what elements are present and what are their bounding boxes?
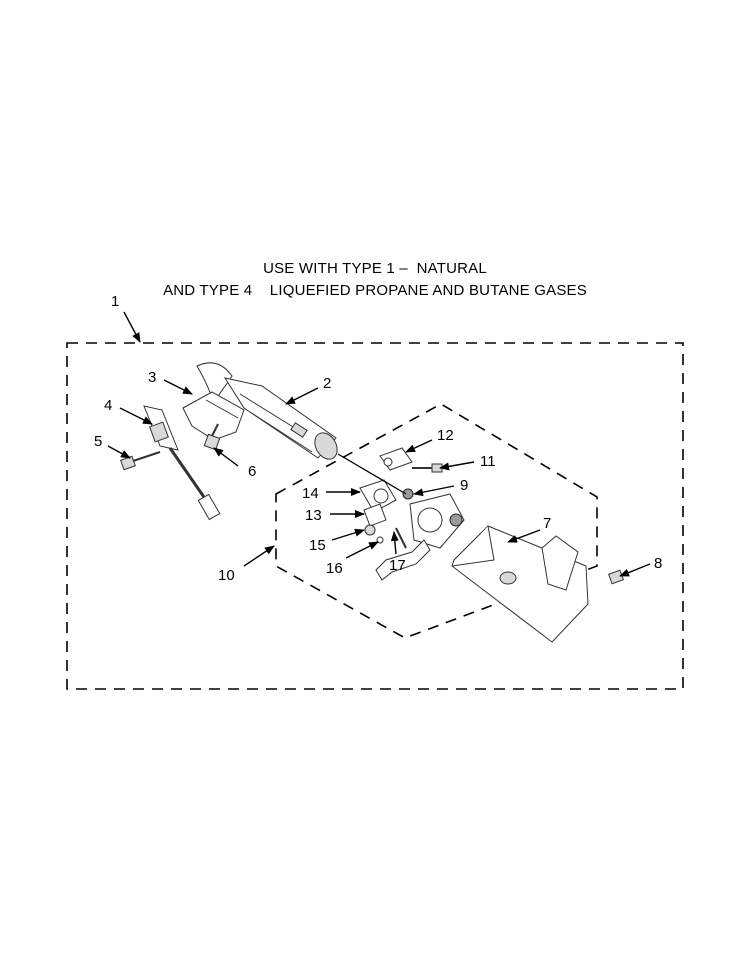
- small-bracket-part: [363, 503, 387, 527]
- screw-part-17: [395, 527, 407, 549]
- callout-8: 8: [654, 555, 662, 572]
- leader-4: [119, 407, 153, 425]
- callout-4: 4: [104, 397, 112, 414]
- callout-5: 5: [94, 433, 102, 450]
- callout-13: 13: [305, 507, 322, 524]
- callout-17: 17: [389, 557, 406, 574]
- callout-2: 2: [323, 375, 331, 392]
- callout-14: 14: [302, 485, 319, 502]
- orifice-part: [402, 488, 414, 500]
- leader-17: [390, 531, 399, 555]
- heat-shield-part: [451, 525, 589, 643]
- nut-part: [364, 524, 376, 536]
- leader-6: [213, 447, 239, 467]
- leader-15: [331, 528, 365, 541]
- screw-part-8: [608, 569, 624, 585]
- small-nut-part: [376, 536, 384, 544]
- leader-2: [285, 387, 319, 405]
- callout-7: 7: [543, 515, 551, 532]
- leader-11: [439, 461, 475, 471]
- subassembly-boundary-inner: [275, 403, 598, 639]
- leader-10: [243, 545, 275, 567]
- bracket-part: [182, 391, 245, 441]
- leader-3: [163, 379, 193, 395]
- callout-3: 3: [148, 369, 156, 386]
- callout-6: 6: [248, 463, 256, 480]
- valve-bracket-part: [359, 479, 397, 513]
- leader-5: [107, 445, 131, 459]
- clip-part: [379, 447, 413, 471]
- callout-16: 16: [326, 560, 343, 577]
- screw-part-6: [203, 423, 221, 451]
- diagram-title-line-2: AND TYPE 4 LIQUEFIED PROPANE AND BUTANE …: [163, 282, 587, 299]
- leader-8: [619, 563, 651, 577]
- assembly-boundary-outer: [66, 342, 684, 690]
- callout-12: 12: [437, 427, 454, 444]
- callout-15: 15: [309, 537, 326, 554]
- alignment-line: [337, 453, 407, 495]
- screw-part-11: [412, 463, 443, 473]
- callout-9: 9: [460, 477, 468, 494]
- callout-11: 11: [480, 453, 496, 470]
- screw-part: [120, 451, 161, 471]
- leader-9: [413, 485, 455, 497]
- leader-16: [345, 541, 379, 559]
- leader-7: [507, 529, 541, 543]
- leader-12: [405, 439, 433, 453]
- leader-1: [123, 311, 141, 343]
- burner-tube-part: [196, 362, 338, 460]
- callout-10: 10: [218, 567, 235, 584]
- callout-1: 1: [111, 293, 119, 310]
- diagram-title-line-1: USE WITH TYPE 1 – NATURAL: [263, 260, 487, 277]
- gas-valve-part: [375, 493, 465, 581]
